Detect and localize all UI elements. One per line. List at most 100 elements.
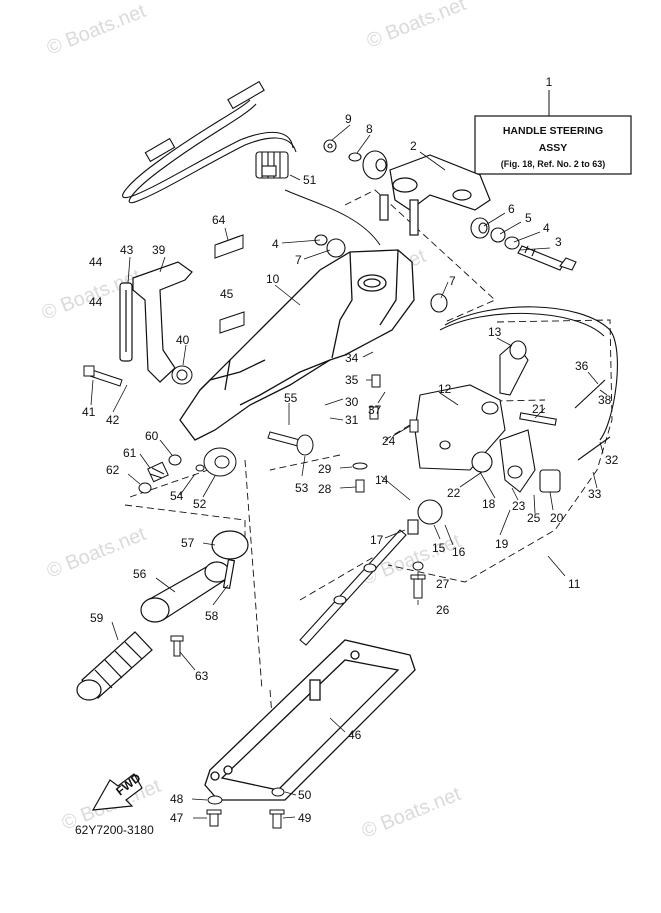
callout-51: 51 (303, 173, 317, 187)
callout-38: 38 (598, 393, 612, 407)
callout-19: 19 (495, 537, 509, 551)
callout-15: 15 (432, 541, 446, 555)
callout-43: 43 (120, 243, 134, 257)
callout-4a: 4 (272, 237, 279, 251)
callout-47: 47 (170, 811, 184, 825)
callout-35: 35 (345, 373, 359, 387)
callout-34: 34 (345, 351, 359, 365)
steering-handle-body (179, 249, 415, 441)
callout-63: 63 (195, 669, 209, 683)
watermarks: © Boats.net © Boats.net © Boats.net © Bo… (39, 0, 470, 843)
callout-62: 62 (106, 463, 120, 477)
callout-33: 33 (588, 487, 602, 501)
callout-54: 54 (170, 489, 184, 503)
diagram-code: 62Y7200-3180 (75, 823, 154, 837)
throttle-grip-assembly (76, 530, 249, 701)
callout-39: 39 (152, 243, 166, 257)
throttle-shift-cables (122, 80, 297, 204)
callout-45: 45 (220, 287, 234, 301)
bracket-2 (379, 154, 491, 236)
callout-32: 32 (605, 453, 619, 467)
callout-24: 24 (382, 434, 396, 448)
callout-27: 27 (436, 577, 450, 591)
callout-46: 46 (348, 728, 362, 742)
wiring-connector (255, 151, 289, 179)
friction-parts (138, 454, 182, 494)
watermark-top-left: © Boats.net (44, 0, 150, 60)
callout-14: 14 (375, 473, 389, 487)
callout-29: 29 (318, 462, 332, 476)
screw-63 (170, 635, 184, 657)
callout-label: 1 (546, 75, 553, 89)
callout-5: 5 (525, 211, 532, 225)
friction-collar-52 (195, 447, 237, 477)
callout-49: 49 (298, 811, 312, 825)
callout-10: 10 (266, 272, 280, 286)
collar-bushings (314, 139, 520, 313)
bolt-3 (517, 245, 577, 271)
callout-18: 18 (482, 497, 496, 511)
shift-mechanism (407, 340, 561, 535)
assembly-title-line1: HANDLE STEERING (503, 125, 603, 137)
callout-16: 16 (452, 545, 466, 559)
callout-41: 41 (82, 405, 96, 419)
callout-36: 36 (575, 359, 589, 373)
callout-59: 59 (90, 611, 104, 625)
callout-25: 25 (527, 511, 541, 525)
callout-7a: 7 (295, 253, 302, 267)
callout-50: 50 (298, 788, 312, 802)
callout-11: 11 (568, 577, 581, 591)
callout-60: 60 (145, 429, 159, 443)
callout-44b: 44 (89, 295, 103, 309)
watermark-bottom-right: © Boats.net (359, 783, 465, 843)
callout-17: 17 (370, 533, 384, 547)
screw-41 (83, 365, 123, 387)
callout-52: 52 (193, 497, 207, 511)
callout-21: 21 (532, 402, 546, 416)
control-shaft (299, 529, 407, 646)
leader-lines (90, 124, 608, 819)
callout-4b: 4 (543, 221, 550, 235)
callout-12: 12 (438, 382, 452, 396)
bolt-53 (267, 431, 314, 456)
label-sticker-45 (219, 311, 245, 334)
bottom-cover-46 (204, 639, 416, 801)
callout-55: 55 (284, 391, 298, 405)
callout-40: 40 (176, 333, 190, 347)
callout-61: 61 (123, 446, 137, 460)
callout-28: 28 (318, 482, 332, 496)
callout-7b: 7 (449, 274, 456, 288)
callout-37: 37 (368, 403, 382, 417)
watermark-top-right: © Boats.net (364, 0, 470, 53)
assembly-title-line2: ASSY (539, 142, 568, 154)
label-sticker-64 (214, 234, 244, 259)
callout-42: 42 (106, 413, 120, 427)
callout-13: 13 (488, 325, 502, 339)
callout-3: 3 (555, 235, 562, 249)
grommet-40 (171, 365, 193, 385)
callout-8: 8 (366, 122, 373, 136)
callout-22: 22 (447, 486, 461, 500)
callout-44a: 44 (89, 255, 103, 269)
callout-64: 64 (212, 213, 226, 227)
callout-6: 6 (508, 202, 515, 216)
callout-56: 56 (133, 567, 147, 581)
callout-53: 53 (295, 481, 309, 495)
assembly-title-line3: (Fig. 18, Ref. No. 2 to 63) (501, 159, 606, 169)
callout-23: 23 (512, 499, 526, 513)
callout-9: 9 (345, 112, 352, 126)
callout-30: 30 (345, 395, 359, 409)
callout-58: 58 (205, 609, 219, 623)
callout-31: 31 (345, 413, 359, 427)
bracket-39 (119, 261, 193, 383)
callout-48: 48 (170, 792, 184, 806)
callout-numbers: 2 3 4 4 5 6 7 7 8 9 10 11 12 13 14 15 16… (82, 112, 619, 825)
cables-right (439, 306, 618, 461)
callout-26: 26 (436, 603, 450, 617)
callout-2: 2 (410, 139, 417, 153)
callout-57: 57 (181, 536, 195, 550)
callout-20: 20 (550, 511, 564, 525)
assembly-box: HANDLE STEERING ASSY (Fig. 18, Ref. No. … (474, 75, 632, 175)
